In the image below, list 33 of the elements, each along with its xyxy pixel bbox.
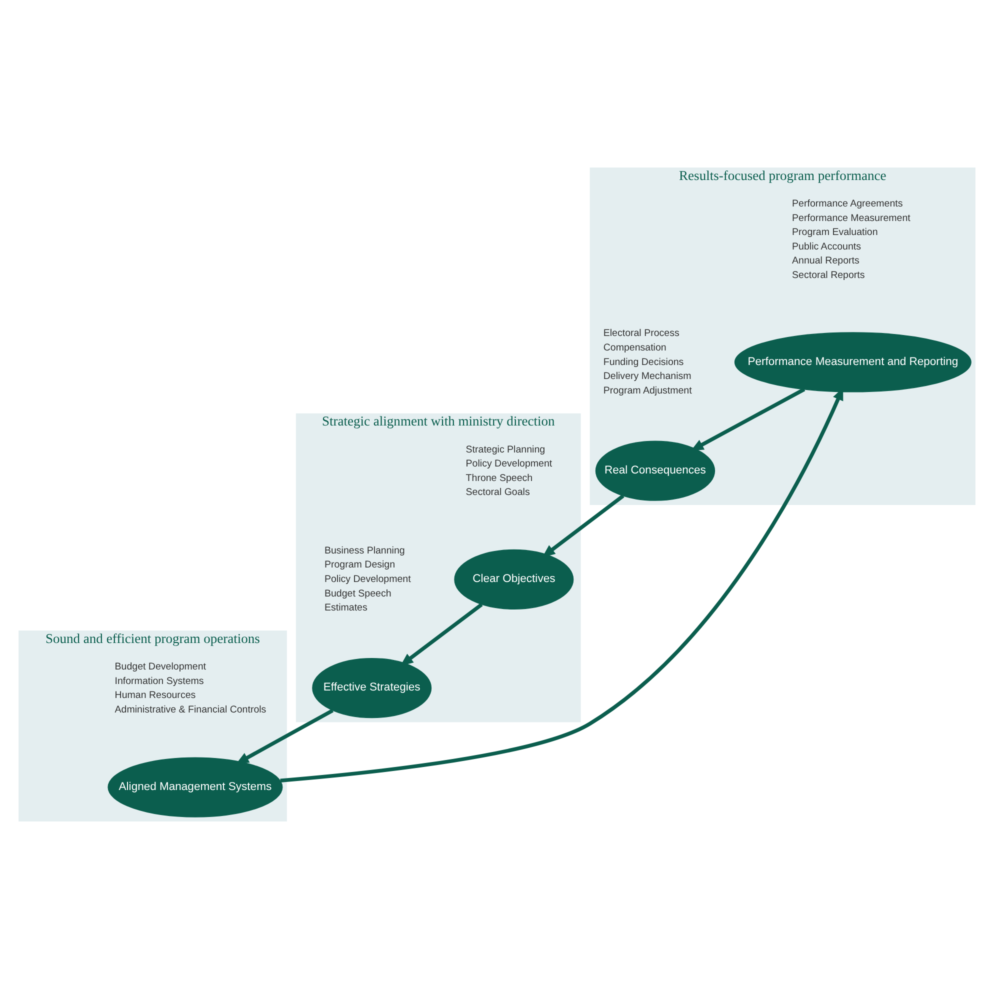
node-label: Public Accounts [792, 240, 861, 252]
node-label: Information Systems [114, 675, 204, 686]
arrow [400, 602, 483, 666]
arrow [690, 387, 806, 450]
node-label: Human Resources [114, 690, 196, 701]
node-label: Estimates [324, 602, 368, 614]
node-label: Policy Development [324, 573, 411, 584]
node-label: Administrative & Financial Controls [114, 704, 266, 715]
node-label: Performance Agreements [792, 198, 903, 210]
node-label: Performance Measurement [792, 212, 910, 224]
node-ellipse: Aligned Management Systems [108, 756, 283, 817]
node-label: Funding Decisions [603, 356, 684, 368]
node-label: Sectoral Goals [466, 486, 530, 498]
node-label: Compensation [603, 342, 666, 353]
node-ellipse: Effective Strategies [312, 658, 432, 718]
node-ellipse: Clear Objectives [454, 548, 574, 609]
node-label: Program Evaluation [792, 226, 878, 238]
arrow [280, 387, 844, 782]
node-label: Strategic Planning [466, 444, 546, 455]
arrow [236, 708, 334, 764]
node-label: Sectoral Reports [792, 269, 865, 280]
arrow [542, 494, 624, 557]
node-label: Program Adjustment [603, 384, 692, 396]
node-label: Budget Development [114, 661, 206, 672]
node-label: Program Design [324, 559, 396, 570]
node-label: Budget Speech [324, 588, 392, 599]
node-label: Throne Speech [466, 472, 533, 484]
node-label: Policy Development [466, 458, 552, 470]
node-label: Delivery Mechanism [603, 370, 692, 382]
node-label: Business Planning [324, 544, 405, 556]
node-ellipse: Performance Measurement and Reporting [734, 332, 972, 392]
node-label: Annual Reports [792, 255, 860, 266]
node-label: Electoral Process [603, 328, 680, 339]
